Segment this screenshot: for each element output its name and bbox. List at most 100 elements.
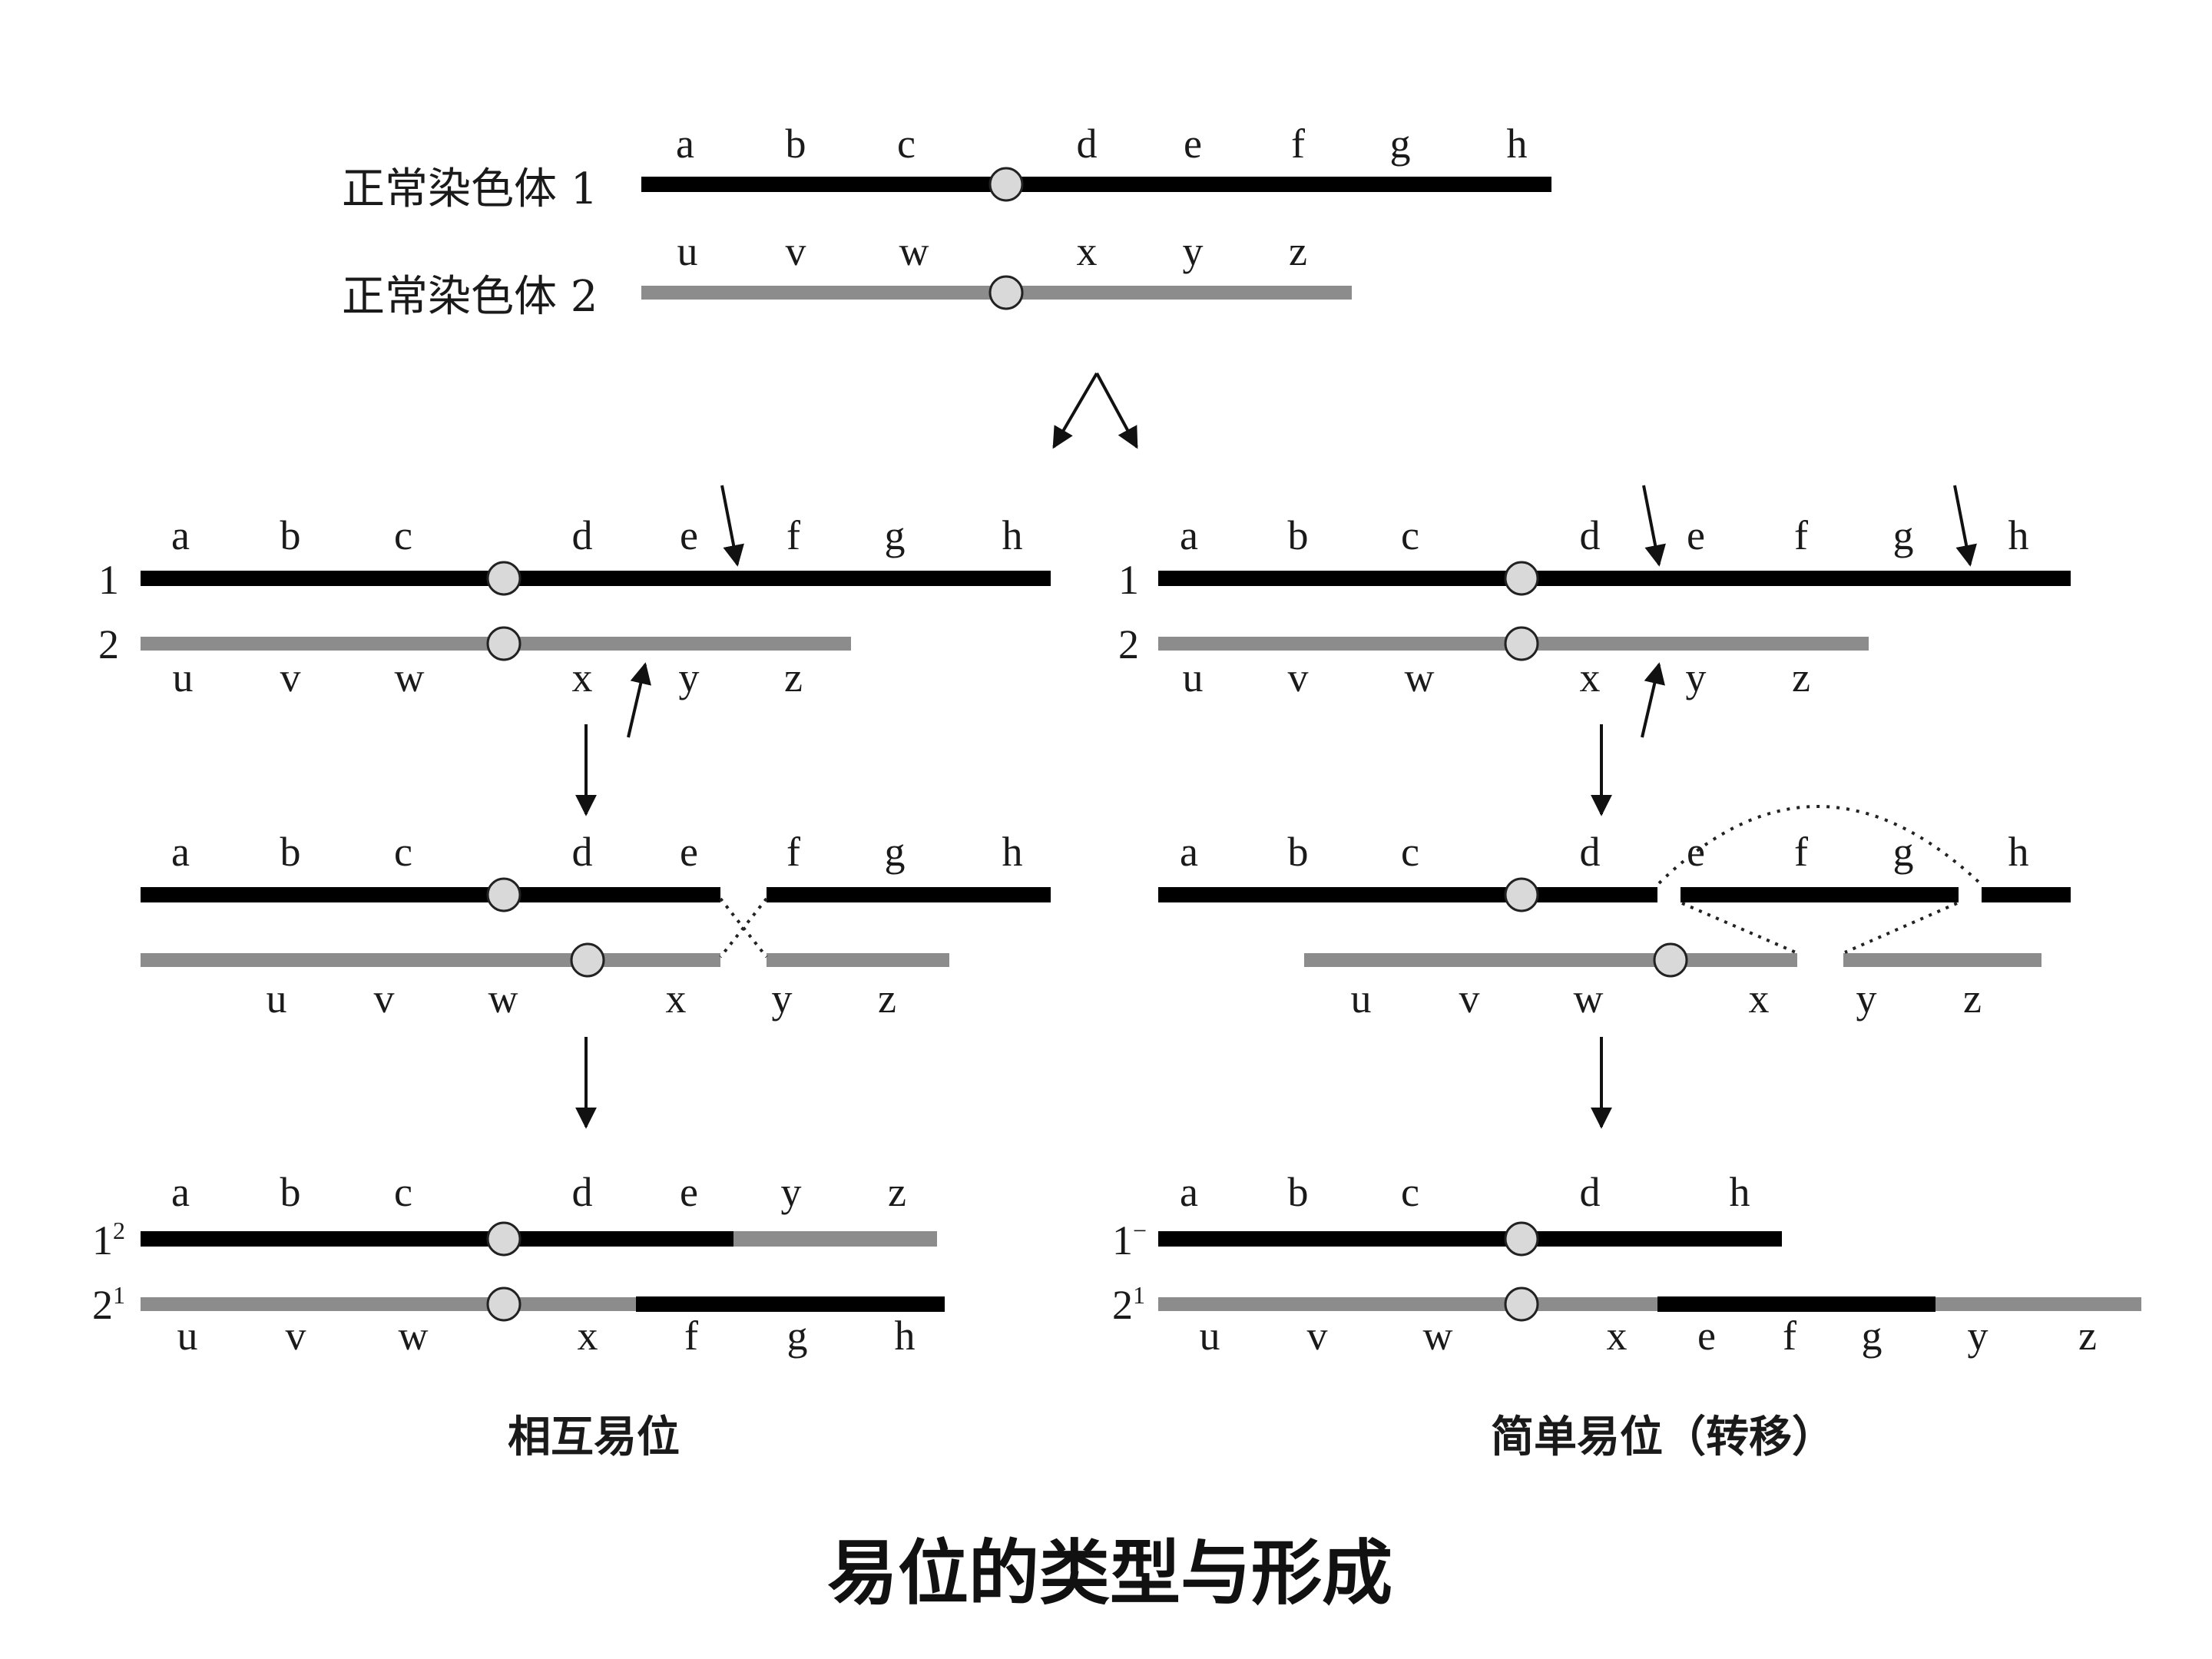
gene-label: v — [280, 654, 301, 700]
gene-label: x — [1607, 1313, 1628, 1359]
chromosome-2-centric-segment — [1304, 953, 1797, 967]
gene-label: x — [1580, 654, 1601, 700]
gene-label: g — [885, 512, 906, 558]
break-point-arrow — [1953, 485, 1977, 567]
centromere — [1504, 1286, 1539, 1322]
gene-label: e — [680, 1169, 698, 1215]
break-point-arrow — [720, 485, 744, 567]
chromosome-2-proximal-segment — [1158, 1297, 1657, 1311]
gene-label: h — [1002, 829, 1023, 875]
derivative-chromosome-2-label: 21 — [92, 1281, 125, 1328]
gene-label: h — [895, 1313, 916, 1359]
gene-label: a — [171, 512, 190, 558]
gene-label: g — [1893, 512, 1914, 558]
gene-label: g — [885, 829, 906, 875]
gene-label: h — [2008, 829, 2029, 875]
exchange-line — [719, 897, 768, 959]
chromosome-number-1: 1 — [1118, 557, 1139, 603]
gene-label: c — [1401, 829, 1419, 875]
gene-label: e — [1687, 512, 1705, 558]
arrow-left — [1052, 372, 1098, 449]
centromere — [486, 877, 522, 912]
gene-label: b — [786, 121, 806, 167]
gene-label: b — [1288, 829, 1309, 875]
gene-label: z — [888, 1169, 906, 1215]
gene-label: f — [1794, 512, 1808, 558]
gene-label: f — [1783, 1313, 1796, 1359]
insertion-dotted-line — [1681, 902, 1796, 954]
gene-label: x — [578, 1313, 598, 1359]
excised-segment-efg — [1681, 887, 1959, 902]
gene-label: c — [394, 829, 412, 875]
gene-label: y — [1183, 228, 1204, 274]
chromosome-1-bar — [1158, 571, 2071, 586]
chromosome-1-distal-segment — [767, 887, 1051, 902]
gene-label: f — [1794, 829, 1808, 875]
gene-label: w — [1405, 654, 1435, 700]
gene-label: f — [786, 829, 800, 875]
gene-label: z — [1289, 228, 1307, 274]
gene-label: a — [676, 121, 694, 167]
centromere — [1504, 877, 1539, 912]
rejoin-dotted-arc — [1657, 805, 1982, 885]
gene-label: v — [1288, 654, 1309, 700]
gene-label: u — [677, 228, 698, 274]
gene-label: u — [1200, 1313, 1220, 1359]
chromosome-number-2: 2 — [1118, 621, 1139, 667]
gene-label: y — [772, 975, 793, 1022]
centromere — [486, 561, 522, 596]
gene-label: d — [1580, 1169, 1601, 1215]
gene-label: u — [173, 654, 194, 700]
chromosome-number-2: 2 — [98, 621, 119, 667]
normal-chromosome-1-label: 正常染色体 1 — [342, 164, 598, 214]
gene-label: y — [781, 1169, 802, 1215]
chromosome-1-bar — [641, 177, 1551, 192]
gene-label: z — [784, 654, 803, 700]
chromosome-1-segment — [141, 1231, 733, 1247]
gene-label: y — [679, 654, 700, 700]
deleted-chromosome-1-bar — [1158, 1231, 1782, 1247]
centromere — [1653, 942, 1688, 978]
chromosome-2-centric-segment — [141, 953, 720, 967]
break-point-arrow — [1642, 485, 1666, 567]
centromere — [988, 167, 1024, 202]
gene-label: d — [572, 829, 593, 875]
chromosome-2-segment — [141, 1297, 636, 1311]
chromosome-2-distal-segment — [767, 953, 949, 967]
gene-label: e — [1697, 1313, 1716, 1359]
centromere — [570, 942, 605, 978]
gene-label: a — [1180, 829, 1198, 875]
centromere — [1504, 561, 1539, 596]
reciprocal-translocation-caption: 相互易位 — [508, 1412, 680, 1462]
centromere — [486, 626, 522, 661]
gene-label: u — [1351, 975, 1372, 1022]
gene-label: d — [1580, 512, 1601, 558]
gene-label: d — [1580, 829, 1601, 875]
gene-label: w — [399, 1313, 429, 1359]
gene-label: c — [1401, 1169, 1419, 1215]
gene-label: c — [897, 121, 916, 167]
gene-label: c — [1401, 512, 1419, 558]
gene-label: z — [1792, 654, 1810, 700]
gene-label: f — [786, 512, 800, 558]
centromere — [486, 1221, 522, 1257]
gene-label: x — [1077, 228, 1098, 274]
centromere — [1504, 1221, 1539, 1257]
gene-label: f — [1291, 121, 1305, 167]
gene-label: y — [1686, 654, 1707, 700]
gene-label: d — [572, 512, 593, 558]
gene-label: a — [1180, 1169, 1198, 1215]
main-title: 易位的类型与形成 — [827, 1532, 1392, 1614]
